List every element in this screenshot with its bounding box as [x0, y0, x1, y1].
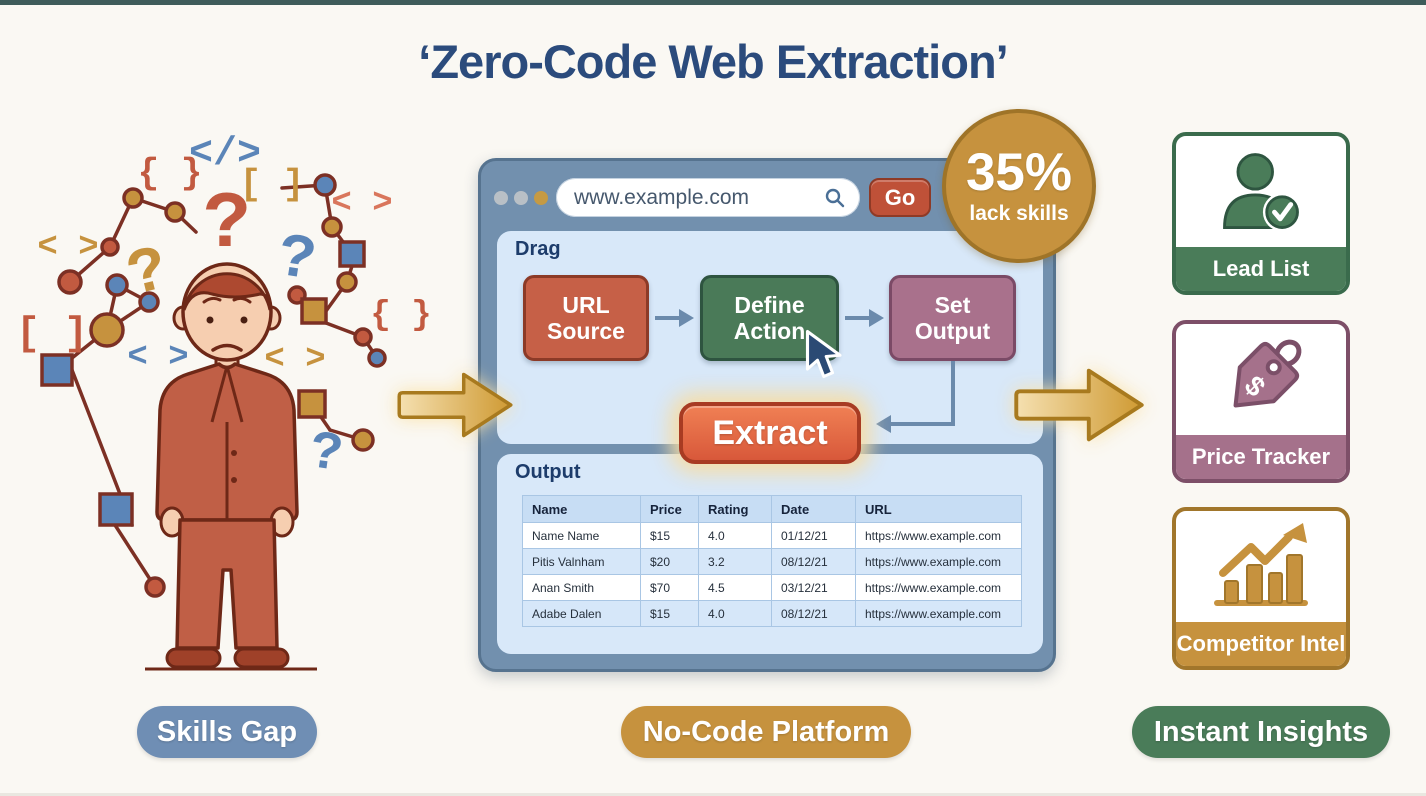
cell: https://www.example.com: [855, 600, 1022, 627]
cell: 01/12/21: [771, 522, 856, 549]
mouse-cursor-icon: [805, 329, 842, 379]
stage-label-skills-gap: Skills Gap: [137, 706, 317, 758]
code-symbols: { } </> [ ] ? ? ? < > < > { } [ ] < > < …: [20, 132, 432, 487]
cell: 3.2: [698, 548, 772, 575]
table-row: Adabe Dalen $15 4.0 08/12/21 https://www…: [522, 600, 1022, 627]
window-dot: [534, 191, 548, 205]
window-dot: [494, 191, 508, 205]
go-button[interactable]: Go: [869, 178, 931, 217]
insight-card-competitor-intel: Competitor Intel: [1172, 507, 1350, 670]
cell: 4.5: [698, 574, 772, 601]
address-bar[interactable]: www.example.com: [556, 178, 860, 217]
svg-text:[ ]: [ ]: [240, 164, 305, 205]
cell: $15: [640, 522, 699, 549]
svg-text:{ }: { }: [138, 153, 203, 194]
cell: $70: [640, 574, 699, 601]
browser-window: www.example.com Go Drag URL Source Defin…: [478, 158, 1056, 672]
cell: Pitis Valnham: [522, 548, 641, 575]
node-network-nodes: [40, 173, 387, 598]
output-panel-title: Output: [515, 461, 581, 483]
cell: $20: [640, 548, 699, 575]
svg-text:< >: < >: [264, 341, 325, 379]
stage-label-instant-insights: Instant Insights: [1132, 706, 1390, 758]
output-panel: Output Name Price Rating Date URL Name N…: [497, 454, 1043, 654]
stage-label-no-code-platform: No-Code Platform: [621, 706, 911, 758]
cell: Adabe Dalen: [522, 600, 641, 627]
drag-panel-title: Drag: [515, 238, 561, 260]
svg-text:< >: < >: [37, 229, 98, 267]
card-label: Competitor Intel: [1176, 622, 1346, 666]
cell: 4.0: [698, 522, 772, 549]
svg-text:?: ?: [273, 222, 321, 298]
stat-badge: 35% lack skills: [942, 109, 1096, 263]
svg-text:{ }: { }: [370, 297, 431, 335]
column-header: Date: [771, 495, 856, 523]
bar-chart-trend-icon: [1214, 522, 1308, 606]
cell: https://www.example.com: [855, 574, 1022, 601]
svg-text:?: ?: [203, 180, 251, 271]
connector-arrow-icon: [655, 309, 694, 327]
bottom-border-rule: [0, 793, 1426, 796]
page-title: ‘Zero-Code Web Extraction’: [418, 35, 1008, 88]
svg-text:?: ?: [121, 235, 176, 314]
svg-text:< >: < >: [331, 185, 392, 223]
svg-text:</>: </>: [189, 132, 261, 177]
cell: https://www.example.com: [855, 522, 1022, 549]
cell: 03/12/21: [771, 574, 856, 601]
search-icon: [825, 188, 845, 207]
confused-developer-illustration: { } </> [ ] ? ? ? < > < > { } [ ] < > < …: [20, 132, 432, 671]
card-label: Lead List: [1176, 247, 1346, 291]
elbow-connector-arrow: [876, 361, 955, 433]
top-border-rule: [0, 0, 1426, 5]
column-header: Name: [522, 495, 641, 523]
extract-button[interactable]: Extract: [679, 402, 861, 464]
arrow-right-icon: [1014, 368, 1144, 442]
stat-value: 35%: [965, 143, 1073, 202]
svg-text:< >: < >: [127, 339, 188, 377]
svg-text:?: ?: [306, 422, 347, 487]
column-header: URL: [855, 495, 1022, 523]
table-header-row: Name Price Rating Date URL: [522, 495, 1022, 523]
flow-step-url-source[interactable]: URL Source: [523, 275, 649, 361]
cell: $15: [640, 600, 699, 627]
insight-card-lead-list: Lead List: [1172, 132, 1350, 295]
cell: 4.0: [698, 600, 772, 627]
person-check-icon: [1223, 152, 1302, 231]
cell: 08/12/21: [771, 548, 856, 575]
cell: Anan Smith: [522, 574, 641, 601]
table-row: Pitis Valnham $20 3.2 08/12/21 https://w…: [522, 548, 1022, 575]
arrow-right-icon: [397, 372, 513, 438]
cell: 08/12/21: [771, 600, 856, 627]
flow-step-set-output[interactable]: Set Output: [889, 275, 1016, 361]
svg-text:[ ]: [ ]: [20, 312, 88, 357]
drag-panel: Drag URL Source Define Action Set Output: [497, 231, 1043, 444]
confused-person: [145, 262, 317, 671]
output-table: Name Price Rating Date URL Name Name $15…: [522, 495, 1022, 627]
table-row: Name Name $15 4.0 01/12/21 https://www.e…: [522, 522, 1022, 549]
cell: https://www.example.com: [855, 548, 1022, 575]
table-row: Anan Smith $70 4.5 03/12/21 https://www.…: [522, 574, 1022, 601]
stat-caption: lack skills: [969, 202, 1069, 225]
connector-arrow-icon: [845, 309, 884, 327]
cell: Name Name: [522, 522, 641, 549]
window-dot: [514, 191, 528, 205]
insight-card-price-tracker: $ Price Tracker: [1172, 320, 1350, 483]
price-tag-icon: $: [1233, 339, 1302, 407]
card-label: Price Tracker: [1176, 435, 1346, 479]
column-header: Rating: [698, 495, 772, 523]
column-header: Price: [640, 495, 699, 523]
url-text: www.example.com: [574, 185, 750, 209]
